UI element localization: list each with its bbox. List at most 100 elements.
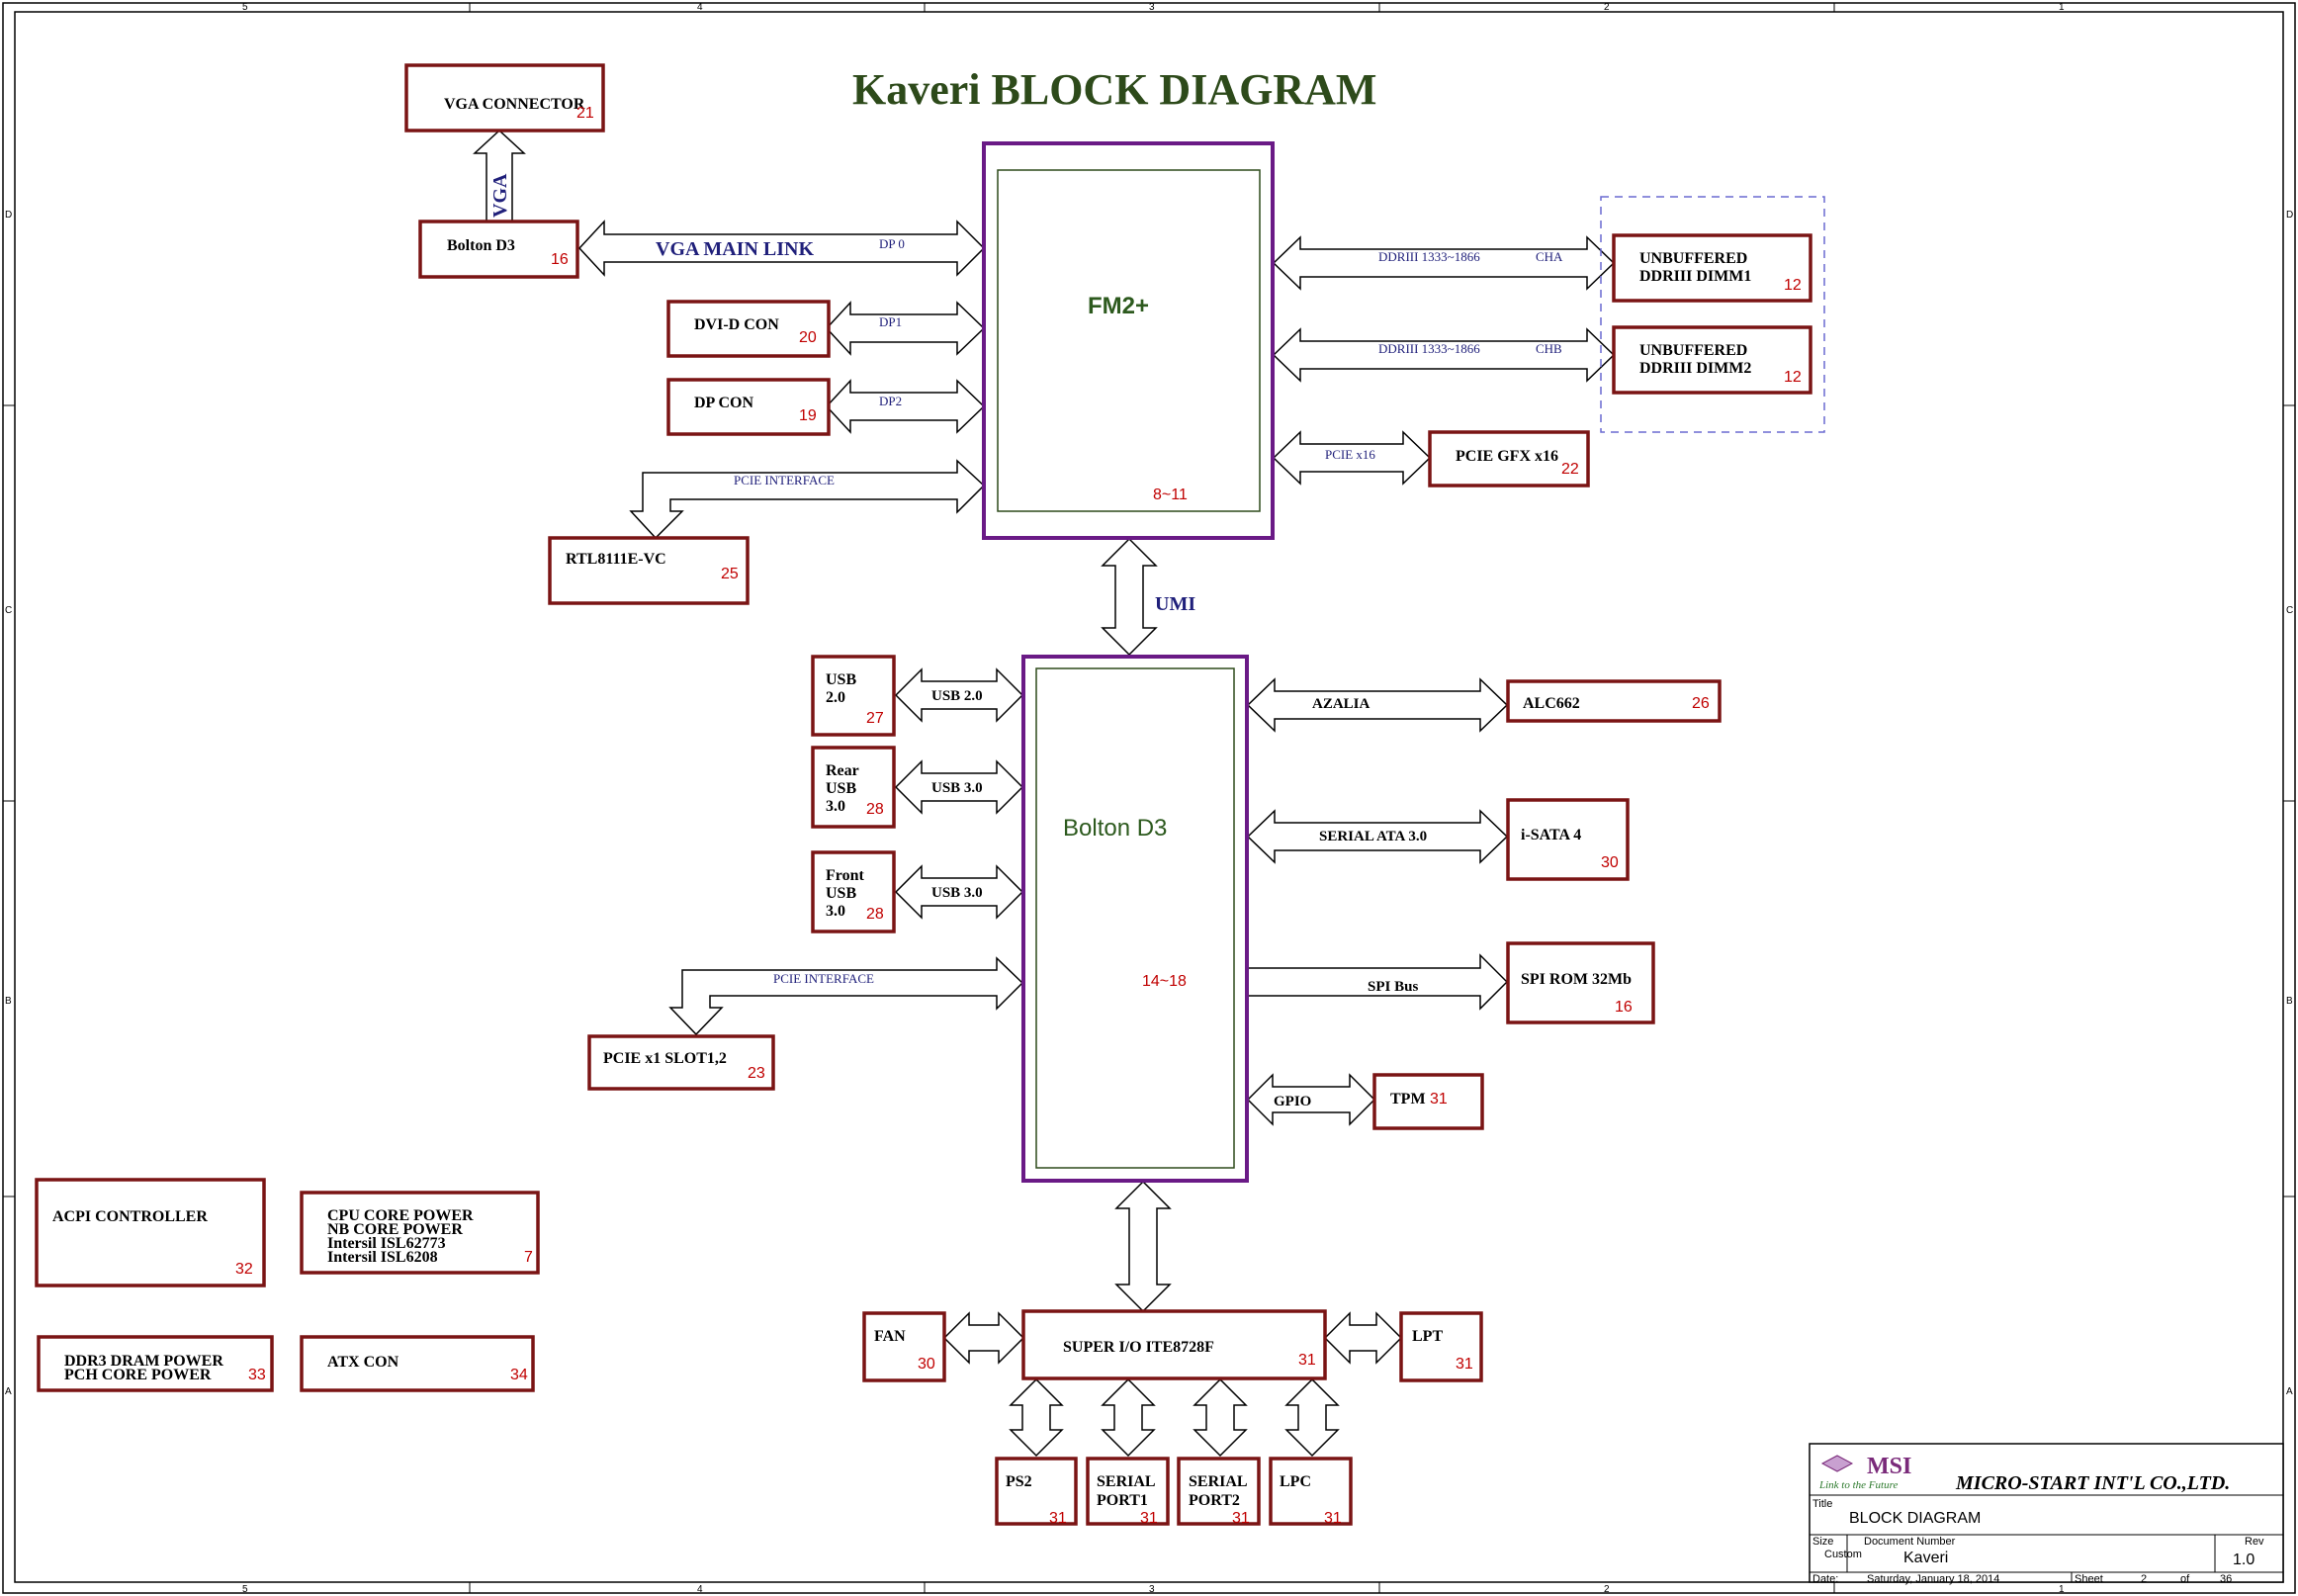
serial2-page: 31 xyxy=(1232,1510,1250,1527)
spi-arrow xyxy=(1247,953,1509,1011)
tpm-page: 31 xyxy=(1430,1091,1448,1108)
sheet-value: 2 xyxy=(2141,1573,2147,1585)
front-usb-box xyxy=(811,850,896,933)
serial1-line2: PORT1 xyxy=(1097,1492,1148,1509)
msi-tagline: Link to the Future xyxy=(1818,1479,1898,1491)
serial2-line2: PORT2 xyxy=(1189,1492,1240,1509)
azalia-arrow xyxy=(1246,677,1509,733)
ddr3power-line2: PCH CORE POWER xyxy=(64,1367,212,1383)
lpt-arrow xyxy=(1323,1311,1403,1365)
size-value: Custom xyxy=(1824,1549,1862,1560)
date-value: Saturday, January 18, 2014 xyxy=(1867,1573,1999,1585)
serial1-arrow xyxy=(1101,1377,1156,1458)
rear-usb30-link-label: USB 3.0 xyxy=(931,780,983,796)
bolton-small-page: 16 xyxy=(551,251,569,268)
fan-arrow xyxy=(942,1311,1025,1365)
row-label: B xyxy=(5,996,12,1007)
azalia-label: AZALIA xyxy=(1312,696,1370,712)
usb20-link-label: USB 2.0 xyxy=(931,688,983,704)
title-label: Title xyxy=(1812,1498,1832,1510)
isata-box xyxy=(1506,798,1630,881)
vga-link-label: VGA xyxy=(489,173,511,218)
sata-label: SERIAL ATA 3.0 xyxy=(1319,829,1427,844)
dvi-d-page: 20 xyxy=(799,329,817,346)
pcie-gfx-box xyxy=(1428,430,1590,488)
bolton-small-box xyxy=(418,220,579,279)
size-label: Size xyxy=(1812,1536,1833,1548)
acpi-page: 32 xyxy=(235,1261,253,1278)
superio-label: SUPER I/O ITE8728F xyxy=(1063,1339,1214,1356)
tpm-box xyxy=(1372,1073,1484,1130)
rev-value: 1.0 xyxy=(2233,1552,2254,1568)
spirom-label: SPI ROM 32Mb xyxy=(1521,971,1632,988)
fm2-page: 8~11 xyxy=(1153,487,1188,503)
msi-logo-text: MSI xyxy=(1867,1454,1911,1479)
pcie-interface-bottom-label: PCIE INTERFACE xyxy=(773,971,874,986)
col-label: 4 xyxy=(697,1584,703,1595)
rtl-box xyxy=(548,536,750,605)
atxcon-label: ATX CON xyxy=(327,1354,399,1371)
col-label: 2 xyxy=(1604,1584,1610,1595)
dp0-label: DP 0 xyxy=(879,236,905,251)
pcie-slot-page: 23 xyxy=(748,1065,765,1082)
row-label: C xyxy=(5,605,12,616)
ps2-page: 31 xyxy=(1049,1510,1067,1527)
acpi-box xyxy=(35,1178,266,1287)
superio-link-arrow xyxy=(1114,1180,1172,1313)
pcie-gfx-page: 22 xyxy=(1561,461,1579,478)
vga-connector-page: 21 xyxy=(576,105,594,122)
dp-con-box xyxy=(666,378,831,436)
alc-box xyxy=(1506,679,1722,723)
rear-usb-line2: USB xyxy=(826,780,856,797)
col-label: 5 xyxy=(242,1584,248,1595)
dimm1-line2: DDRIII DIMM1 xyxy=(1639,268,1751,285)
dimm1-page: 12 xyxy=(1784,277,1802,294)
alc-label: ALC662 xyxy=(1523,695,1580,712)
vga-connector-label: VGA CONNECTOR xyxy=(444,96,585,113)
dimm1-line1: UNBUFFERED xyxy=(1639,250,1747,267)
usb20-line1: USB xyxy=(826,671,856,688)
col-label: 5 xyxy=(242,2,248,13)
dimm2-line1: UNBUFFERED xyxy=(1639,342,1747,359)
atxcon-box xyxy=(300,1335,535,1392)
sheet-label: Sheet xyxy=(2075,1573,2103,1585)
cpupower-line3: Intersil ISL62773 xyxy=(327,1235,446,1252)
usb20-line2: 2.0 xyxy=(826,689,845,706)
of-label: of xyxy=(2180,1573,2190,1585)
dimm2-page: 12 xyxy=(1784,369,1802,386)
dimm1-box xyxy=(1612,233,1812,303)
date-label: Date: xyxy=(1812,1573,1838,1585)
rear-usb-page: 28 xyxy=(866,801,884,818)
cpupower-line4: Intersil ISL6208 xyxy=(327,1249,438,1266)
usb20-box xyxy=(811,655,896,737)
fm2-label: FM2+ xyxy=(1088,293,1149,319)
ddr3power-page: 33 xyxy=(248,1367,266,1383)
bolton-label: Bolton D3 xyxy=(1063,815,1167,842)
ps2-arrow xyxy=(1009,1377,1064,1458)
msi-emblem-icon xyxy=(1820,1455,1854,1472)
umi-label: UMI xyxy=(1155,593,1195,615)
title-block: MSI Link to the Future MICRO-START INT'L… xyxy=(1809,1443,2284,1585)
front-usb-line2: USB xyxy=(826,885,856,902)
rear-usb-box xyxy=(811,746,896,829)
pcie-interface-bottom-arrow xyxy=(668,956,1024,1036)
serial2-line1: SERIAL xyxy=(1189,1473,1248,1490)
col-label: 1 xyxy=(2059,2,2065,13)
msi-logo: MSI Link to the Future xyxy=(1818,1454,1911,1491)
acpi-label: ACPI CONTROLLER xyxy=(52,1208,208,1225)
front-usb-line3: 3.0 xyxy=(826,903,845,920)
atxcon-page: 34 xyxy=(510,1367,528,1383)
isata-page: 30 xyxy=(1601,854,1619,871)
col-label: 4 xyxy=(697,2,703,13)
col-label: 1 xyxy=(2059,1584,2065,1595)
dvi-d-label: DVI-D CON xyxy=(694,316,779,333)
spi-label: SPI Bus xyxy=(1368,979,1418,995)
rev-label: Rev xyxy=(2245,1536,2264,1548)
pcie-slot-box xyxy=(587,1034,775,1091)
bolton-chip: Bolton D3 14~18 xyxy=(1021,655,1249,1183)
fm2-chip: FM2+ 8~11 xyxy=(982,141,1275,540)
pcie-gfx-label: PCIE GFX x16 xyxy=(1456,448,1558,465)
cpupower-line1: CPU CORE POWER xyxy=(327,1207,474,1224)
doc-title: BLOCK DIAGRAM xyxy=(1849,1510,1981,1527)
